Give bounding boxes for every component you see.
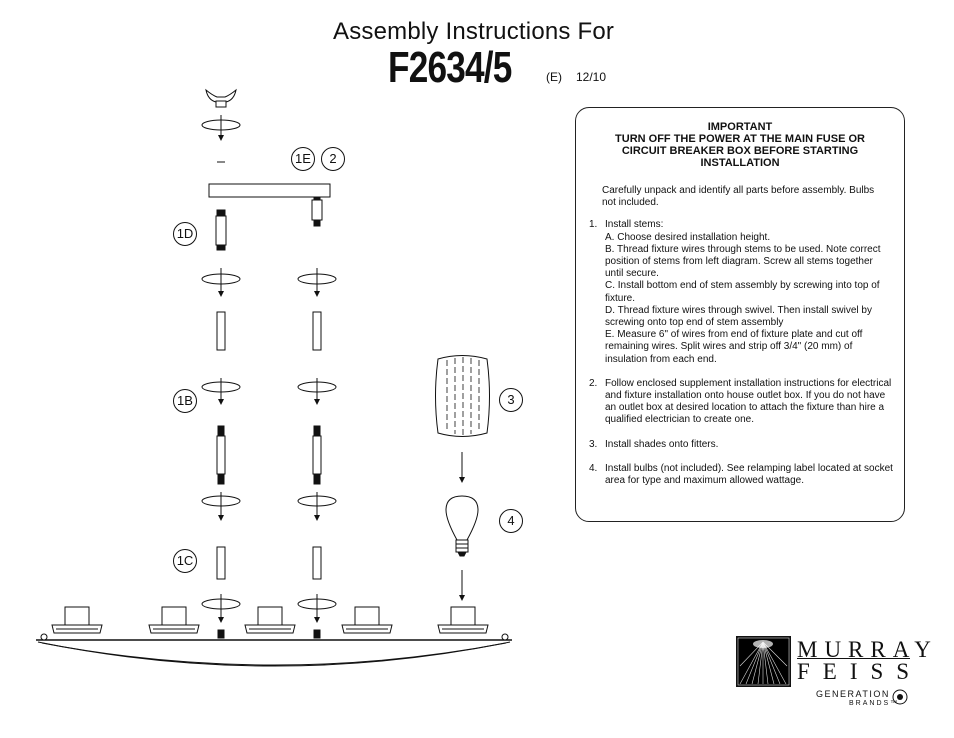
rotation-arrow-icon <box>201 492 241 521</box>
stem-right-top <box>312 311 322 351</box>
threaded-stem-left <box>216 425 226 485</box>
step-item: 2. Follow enclosed supplement installati… <box>589 378 904 427</box>
step-text: Install shades onto fitters. <box>605 438 719 450</box>
brand-line2: FEISS <box>797 659 923 684</box>
stem-left-bottom <box>216 546 226 580</box>
step-number: 1. <box>589 219 598 231</box>
important-notice: IMPORTANT TURN OFF THE POWER AT THE MAIN… <box>576 121 904 169</box>
rotation-arrow-icon <box>297 492 337 521</box>
substep-text: C. Install bottom end of stem assembly b… <box>605 280 880 304</box>
revision-date: 12/10 <box>576 70 607 84</box>
socket-cup <box>341 606 393 634</box>
stem-right-bottom <box>312 546 322 580</box>
step-number: 3. <box>589 438 598 450</box>
callout-1E: 1E <box>291 147 315 171</box>
step-number: 4. <box>589 462 598 474</box>
warning-line: INSTALLATION <box>700 157 780 169</box>
instructions-panel: IMPORTANT TURN OFF THE POWER AT THE MAIN… <box>575 107 905 522</box>
brand-line1: MURRAY <box>797 637 938 662</box>
callout-1B: 1B <box>173 389 197 413</box>
callout-1D: 1D <box>173 222 197 246</box>
substep-text: A. Choose desired installation height. <box>605 231 771 243</box>
intro-text: Carefully unpack and identify all parts … <box>602 185 875 209</box>
swivel-right <box>311 196 323 227</box>
rotation-arrow-icon <box>201 594 241 623</box>
step-text: Install stems: <box>605 219 664 231</box>
model-number: F2634/5 <box>388 43 512 92</box>
brands-text: BRANDS™ <box>849 700 900 707</box>
rotation-arrow-icon <box>201 378 241 405</box>
step-number: 2. <box>589 377 598 389</box>
generation-brands-icon <box>892 689 908 705</box>
warning-line: TURN OFF THE POWER AT THE MAIN FUSE OR <box>615 133 865 145</box>
brand-divider <box>797 658 910 659</box>
warning-line: CIRCUIT BREAKER BOX BEFORE STARTING <box>621 145 859 157</box>
rotation-arrow-icon <box>297 594 337 623</box>
callout-3: 3 <box>499 388 523 412</box>
step-item: 1. Install stems: A. Choose desired inst… <box>589 219 904 365</box>
socket-cup <box>51 606 103 634</box>
steps-list: 1. Install stems: A. Choose desired inst… <box>589 219 904 487</box>
generation-text: GENERATION <box>816 689 890 699</box>
stem-left-top <box>216 311 226 351</box>
rotation-arrow-icon <box>297 268 337 297</box>
glass-shade <box>435 355 490 437</box>
substep-text: B. Thread fixture wires through stems to… <box>605 243 881 280</box>
step-item: 4. Install bulbs (not included). See rel… <box>589 463 904 487</box>
step-text: Install bulbs (not included). See relamp… <box>605 462 893 487</box>
step-item: 3. Install shades onto fitters. <box>589 439 904 451</box>
substep-text: E. Measure 6" of wires from end of fixtu… <box>605 329 863 365</box>
swivel-left <box>215 209 227 251</box>
important-heading: IMPORTANT <box>707 121 773 133</box>
rotation-arrow-icon <box>201 115 241 141</box>
rotation-arrow-icon <box>297 378 337 405</box>
page-title: Assembly Instructions For <box>333 18 615 45</box>
murray-feiss-logo-icon <box>736 636 791 687</box>
step-text: Follow enclosed supplement installation … <box>605 377 892 426</box>
callout-2: 2 <box>321 147 345 171</box>
threaded-stem-right <box>312 425 322 485</box>
light-bulb-icon <box>445 495 479 557</box>
mounting-crossbar <box>208 183 331 198</box>
fixture-body <box>36 606 512 667</box>
wing-nut-icon <box>205 88 237 108</box>
rotation-arrow-icon <box>201 268 241 297</box>
socket-cup <box>244 606 296 634</box>
callout-4: 4 <box>499 509 523 533</box>
socket-cup <box>437 606 489 634</box>
revision-info: (E) 12/10 <box>546 70 606 84</box>
revision-code: (E) <box>546 70 562 84</box>
substep-text: D. Thread fixture wires through swivel. … <box>605 304 872 329</box>
socket-cup <box>148 606 200 634</box>
callout-1C: 1C <box>173 549 197 573</box>
